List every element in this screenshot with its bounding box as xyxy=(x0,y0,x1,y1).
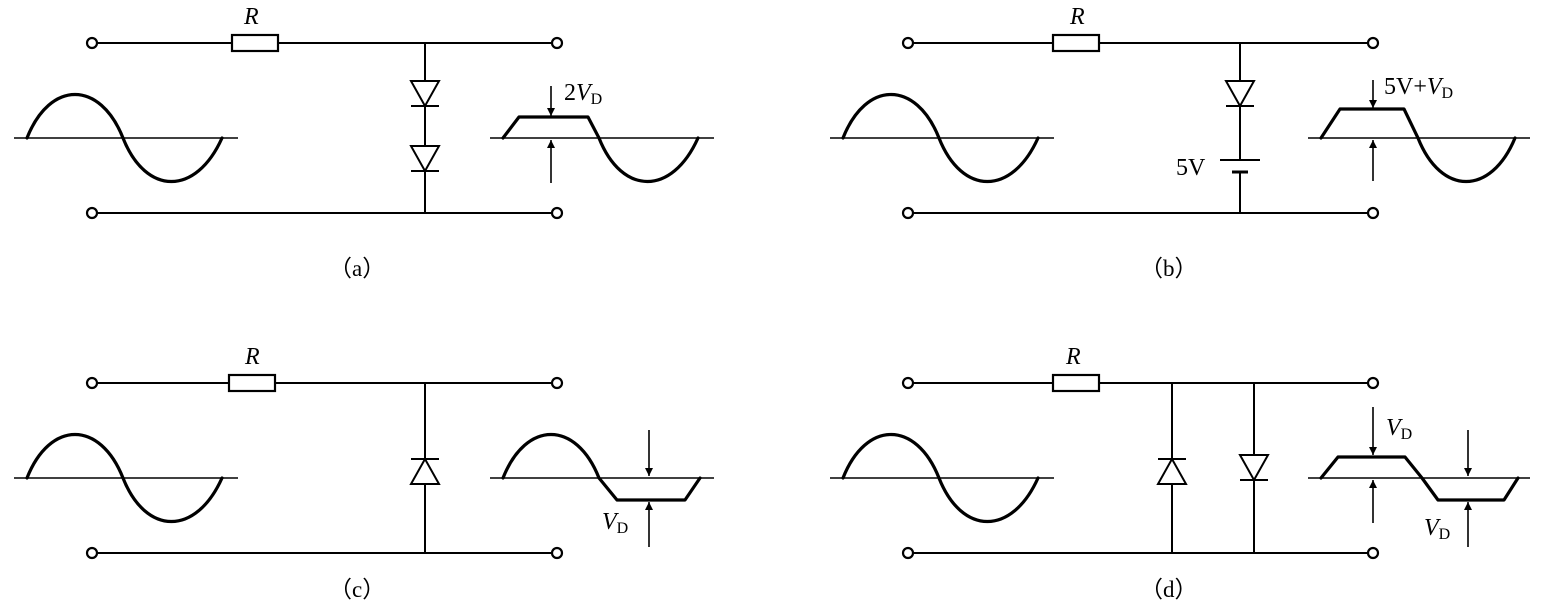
output-terminal-top xyxy=(1366,376,1380,390)
panel-b: R 5V 5V+VD （b） xyxy=(830,4,1530,281)
output-terminal-top xyxy=(550,36,564,50)
output-terminal-bottom xyxy=(1366,206,1380,220)
caption-b: （b） xyxy=(1140,256,1198,281)
clip-level-label: 5V+VD xyxy=(1384,74,1453,102)
resistor-label: R xyxy=(1065,344,1081,370)
output-terminal-bottom xyxy=(1366,546,1380,560)
input-sine-wave xyxy=(841,432,1040,524)
input-terminal-bottom xyxy=(85,206,99,220)
caption-c: （c） xyxy=(329,577,385,602)
input-terminal-top xyxy=(901,36,915,50)
input-sine-wave xyxy=(25,432,224,524)
input-terminal-bottom xyxy=(901,546,915,560)
battery-label: 5V xyxy=(1176,155,1206,181)
input-sine-wave xyxy=(841,92,1040,184)
resistor-label: R xyxy=(243,4,259,30)
input-sine-wave xyxy=(25,92,224,184)
clip-level-label-top: VD xyxy=(1386,415,1412,443)
input-terminal-bottom xyxy=(85,546,99,560)
output-clipped-wave xyxy=(1319,455,1520,502)
resistor-label: R xyxy=(1069,4,1085,30)
diode-icon xyxy=(1156,456,1188,485)
clip-level-label-bottom: VD xyxy=(1424,515,1450,543)
resistor xyxy=(1051,373,1101,393)
input-terminal-top xyxy=(85,36,99,50)
panel-d: R VD VD （d） xyxy=(830,344,1530,602)
resistor xyxy=(227,373,277,393)
output-terminal-bottom xyxy=(550,206,564,220)
clip-level-label: 2VD xyxy=(564,80,602,108)
battery-icon xyxy=(1220,159,1260,174)
diode-icon xyxy=(409,456,441,485)
output-terminal-top xyxy=(550,376,564,390)
output-clipped-wave xyxy=(1319,107,1517,184)
resistor xyxy=(230,33,280,53)
resistor xyxy=(1051,33,1101,53)
output-clipped-wave xyxy=(501,115,700,184)
diode-icon xyxy=(1238,454,1270,483)
input-terminal-top xyxy=(85,376,99,390)
output-terminal-bottom xyxy=(550,546,564,560)
input-terminal-bottom xyxy=(901,206,915,220)
output-clipped-wave xyxy=(501,432,702,502)
panel-c: R VD （c） xyxy=(14,344,714,602)
diode-icon xyxy=(409,145,441,174)
panel-a: R 2VD （a） xyxy=(14,4,714,281)
input-terminal-top xyxy=(901,376,915,390)
caption-d: （d） xyxy=(1140,577,1198,602)
resistor-label: R xyxy=(244,344,260,370)
diode-icon xyxy=(1224,80,1256,109)
caption-a: （a） xyxy=(329,256,385,281)
output-terminal-top xyxy=(1366,36,1380,50)
clip-level-label: VD xyxy=(602,509,628,537)
diode-icon xyxy=(409,80,441,109)
